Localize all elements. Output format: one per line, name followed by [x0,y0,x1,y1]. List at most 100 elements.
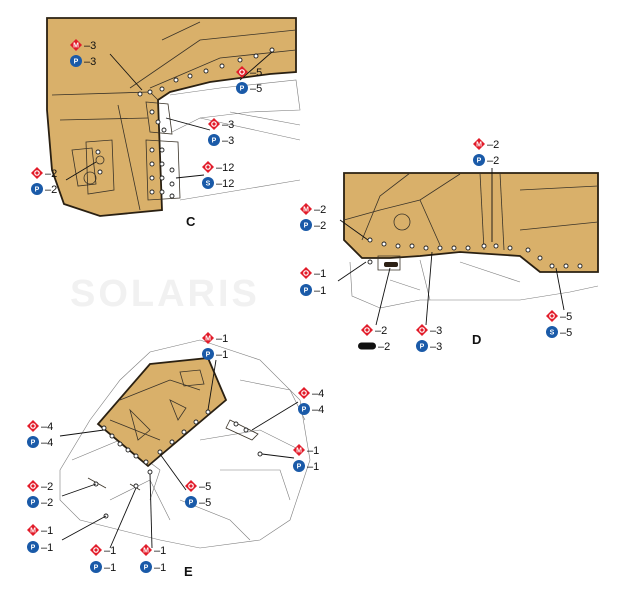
callout-count: –1 [41,525,53,537]
callout-d-11: S –5 [546,326,572,339]
callout-e-17: P–1 [140,561,166,574]
callout-count: –12 [216,178,234,190]
callout-d-6: –2 [361,324,387,337]
svg-text:P: P [31,545,36,552]
weld-symbol-o-icon [361,324,373,336]
svg-text:M: M [30,528,36,535]
callout-e-15: P –1 [90,561,116,574]
callout-count: –3 [430,325,442,337]
view-c: C [46,17,301,229]
callout-d-9: P–3 [416,340,442,353]
weld-symbol-p-icon [27,436,39,448]
weld-symbol-m-icon [202,332,214,344]
callout-c-6: –12 [202,161,234,174]
callout-count: –5 [560,311,572,323]
weld-symbol-p-icon [140,561,152,573]
weld-symbol-m-icon [140,544,152,556]
svg-text:M: M [73,43,79,50]
callout-count: –3 [222,119,234,131]
svg-text:M: M [296,448,302,455]
weld-symbol-p-icon [27,541,39,553]
weld-symbol-o-icon [208,118,220,130]
callout-d-10: –5 [546,310,572,323]
callout-layer: M–3P–3–5P–5–3P–3–12S–12–2P–2M–2P–2M–2P–2… [27,39,572,574]
weld-symbol-m-icon [27,524,39,536]
svg-text:P: P [74,59,79,66]
weld-symbol-o-icon [300,267,312,279]
callout-count: –5 [560,327,572,339]
callout-count: –5 [199,481,211,493]
callout-d-5: P –1 [300,284,326,297]
weld-symbol-m-icon [70,39,82,51]
svg-text:P: P [304,288,309,295]
weld-symbol-o-icon [185,480,197,492]
weld-symbol-p-icon [208,134,220,146]
callout-count: –2 [45,168,57,180]
weld-symbol-o-icon [90,544,102,556]
callout-d-8: –3 [416,324,442,337]
callout-c-3: P–5 [236,82,262,95]
svg-text:P: P [212,138,217,145]
callout-count: –4 [312,388,324,400]
callout-c-1: P–3 [70,55,96,68]
svg-text:P: P [94,565,99,572]
callout-c-0: M –3 [70,39,96,52]
callout-count: –2 [41,497,53,509]
callout-count: –1 [104,545,116,557]
callout-count: –1 [216,333,228,345]
weld-symbol-o-icon [546,310,558,322]
svg-text:M: M [205,336,211,343]
callout-count: –3 [430,341,442,353]
weld-symbol-o-icon [202,161,214,173]
callout-count: –2 [378,341,390,353]
callout-e-9: P–5 [185,496,211,509]
weld-symbol-p-icon [293,460,305,472]
callout-e-13: P–1 [27,541,53,554]
weld-symbol-o-icon [27,420,39,432]
watermark: SOLARIS [70,273,260,315]
callout-count: –2 [314,204,326,216]
callout-c-5: P–3 [208,134,234,147]
callout-e-10: –2 [27,480,53,493]
weld-symbol-p-icon [300,284,312,296]
weld-symbol-o-icon [31,167,43,179]
callout-count: –12 [216,162,234,174]
weld-symbol-p-icon [416,340,428,352]
view-d-label: D [472,332,481,347]
callout-count: –4 [312,404,324,416]
svg-text:P: P [31,440,36,447]
view-d: D [337,168,599,347]
callout-count: –1 [314,268,326,280]
callout-count: –1 [104,562,116,574]
callout-count: –3 [84,40,96,52]
weld-symbol-bar-icon [358,342,376,350]
svg-text:S: S [550,330,555,337]
svg-text:P: P [189,500,194,507]
weld-symbol-s-icon [202,177,214,189]
callout-count: –5 [250,67,262,79]
callout-c-7: S –12 [202,177,234,190]
callout-e-3: P–4 [298,403,324,416]
callout-count: –1 [154,562,166,574]
weld-symbol-m-icon [473,138,485,150]
callout-d-4: –1 [300,267,326,280]
svg-text:P: P [297,464,302,471]
callout-e-5: P–4 [27,436,53,449]
callout-e-1: P–1 [202,348,228,361]
callout-count: –5 [250,83,262,95]
callout-e-16: M–1 [140,544,166,557]
view-e-label: E [184,564,193,579]
svg-text:S: S [206,181,211,188]
callout-count: –2 [45,184,57,196]
callout-count: –2 [375,325,387,337]
svg-text:P: P [35,187,40,194]
callout-count: –1 [314,285,326,297]
weld-symbol-p-icon [31,183,43,195]
callout-e-0: M –1 [202,332,228,345]
callout-c-2: –5 [236,66,262,79]
callout-e-7: P–1 [293,460,319,473]
weld-symbol-p-icon [70,55,82,67]
weld-symbol-p-icon [298,403,310,415]
callout-count: –2 [487,155,499,167]
